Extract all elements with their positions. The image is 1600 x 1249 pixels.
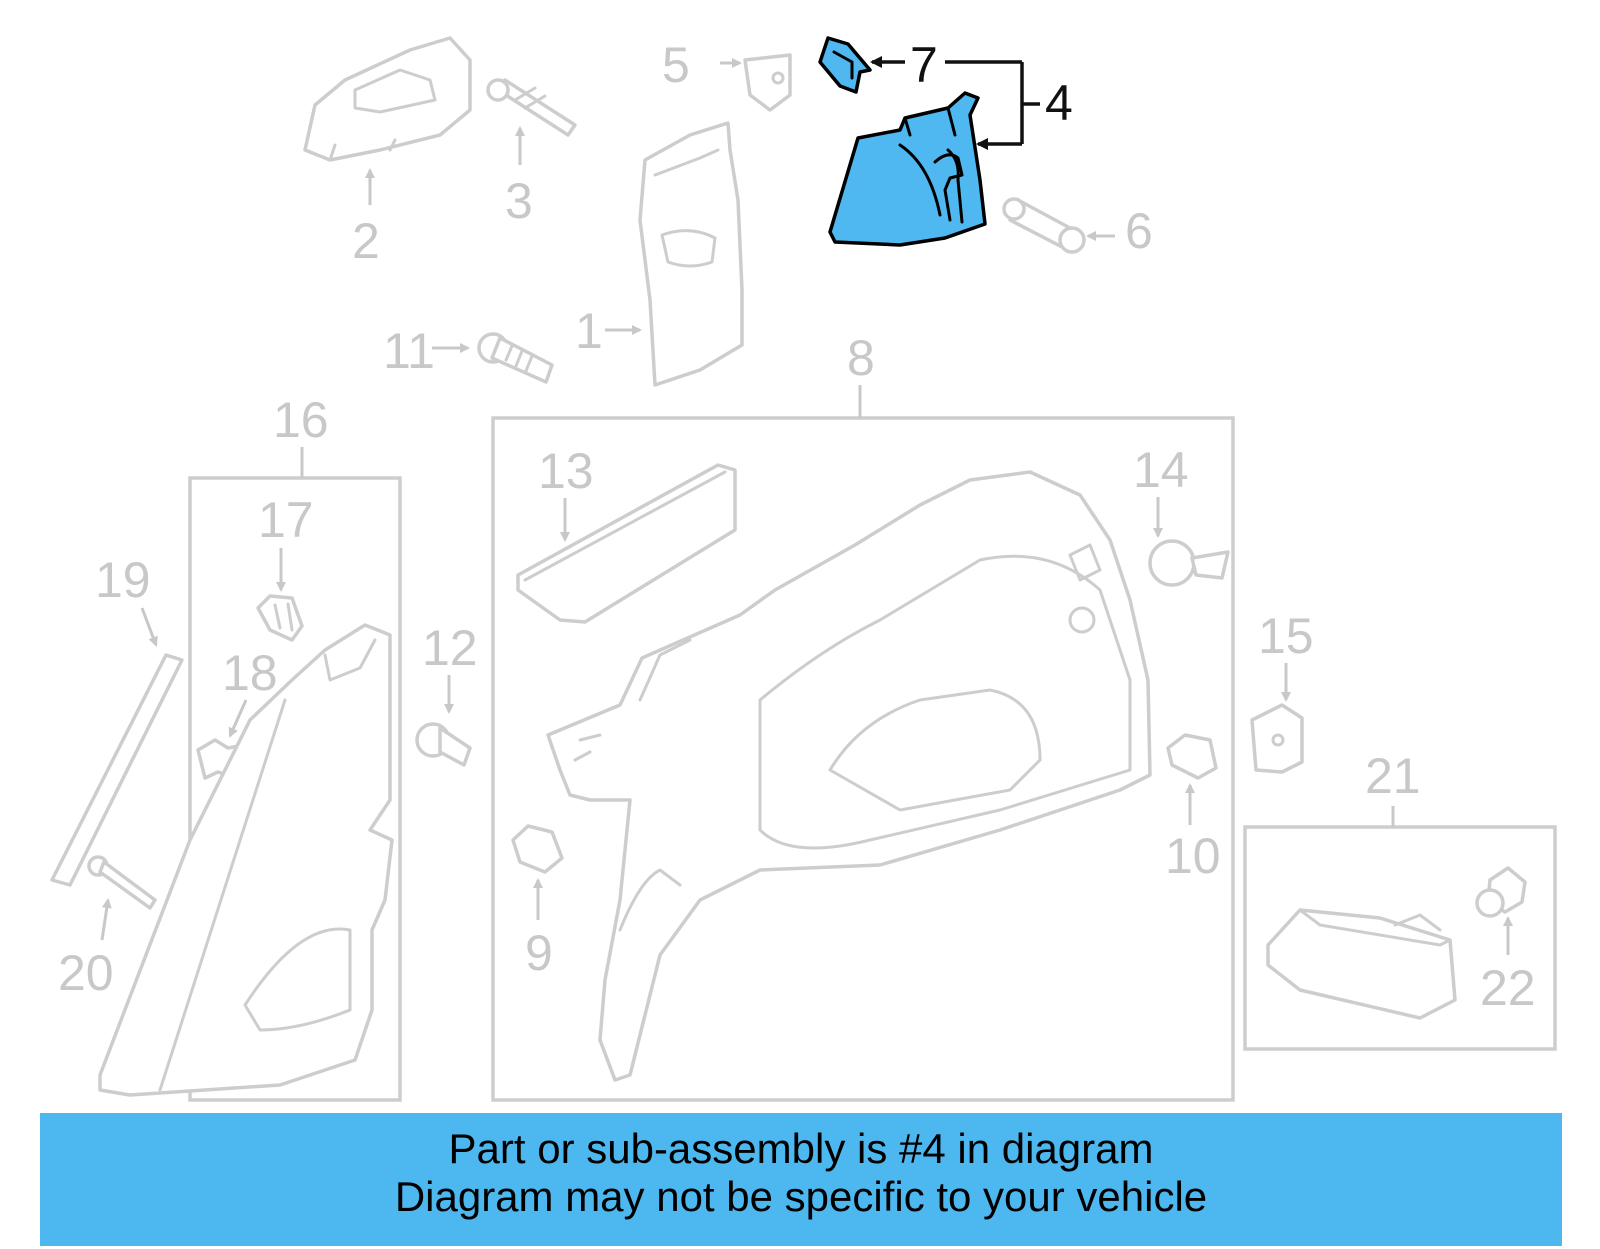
callout-5: 5: [662, 37, 690, 93]
part-9-clip[interactable]: [511, 824, 564, 874]
callout-18: 18: [222, 645, 278, 701]
group-box-16: [188, 476, 402, 1102]
callout-9: 9: [525, 925, 553, 981]
callout-16: 16: [273, 392, 329, 448]
part-14-cap[interactable]: [1148, 539, 1230, 587]
leader-20: [100, 898, 112, 941]
callout-13: 13: [538, 443, 594, 499]
callout-14: 14: [1133, 442, 1189, 498]
callout-10: 10: [1165, 828, 1221, 884]
callout-7: 7: [910, 37, 938, 93]
part-12-clip[interactable]: [415, 722, 472, 767]
part-7-clip[interactable]: [818, 36, 872, 94]
part-8-quarter-trim-panel[interactable]: [546, 470, 1152, 1082]
group-box-8: [491, 416, 1235, 1102]
part-15-bracket[interactable]: [1250, 703, 1304, 774]
part-5-bracket[interactable]: [743, 53, 792, 112]
callout-19: 19: [95, 552, 151, 608]
info-banner: Part or sub-assembly is #4 in diagram Di…: [40, 1113, 1562, 1246]
callout-12: 12: [422, 620, 478, 676]
callout-21: 21: [1365, 748, 1421, 804]
callout-20: 20: [58, 945, 114, 1001]
callout-15: 15: [1258, 608, 1314, 664]
callout-11: 11: [383, 323, 435, 379]
part-1-pillar-trim[interactable]: [638, 121, 744, 387]
part-16-quarter-panel[interactable]: [98, 623, 394, 1097]
callout-4: 4: [1045, 75, 1073, 131]
part-11-bolt[interactable]: [477, 332, 554, 384]
banner-line-1: Part or sub-assembly is #4 in diagram: [448, 1125, 1154, 1172]
part-19-strip[interactable]: [50, 653, 184, 887]
callout-17: 17: [258, 492, 314, 548]
leader-18: [228, 699, 248, 738]
part-2-bracket[interactable]: [303, 36, 472, 162]
part-13-garnish[interactable]: [516, 463, 737, 624]
part-10-clip[interactable]: [1166, 733, 1218, 780]
callout-1: 1: [575, 303, 603, 359]
part-21-lamp[interactable]: [1266, 908, 1457, 1020]
banner-line-2: Diagram may not be specific to your vehi…: [394, 1173, 1208, 1220]
callout-3: 3: [505, 173, 533, 229]
part-22-bulb[interactable]: [1475, 866, 1527, 918]
callout-2: 2: [352, 213, 380, 269]
part-6-bolt[interactable]: [1002, 197, 1086, 254]
part-17-clip[interactable]: [256, 594, 304, 642]
leader-19: [140, 607, 158, 647]
callout-8: 8: [847, 330, 875, 386]
part-20-pin[interactable]: [87, 855, 157, 910]
part-4-trim-cover[interactable]: [828, 91, 987, 247]
callout-6: 6: [1125, 203, 1153, 259]
group-box-21: [1243, 825, 1557, 1051]
callout-22: 22: [1480, 960, 1536, 1016]
part-3-pin-fastener[interactable]: [486, 78, 577, 137]
